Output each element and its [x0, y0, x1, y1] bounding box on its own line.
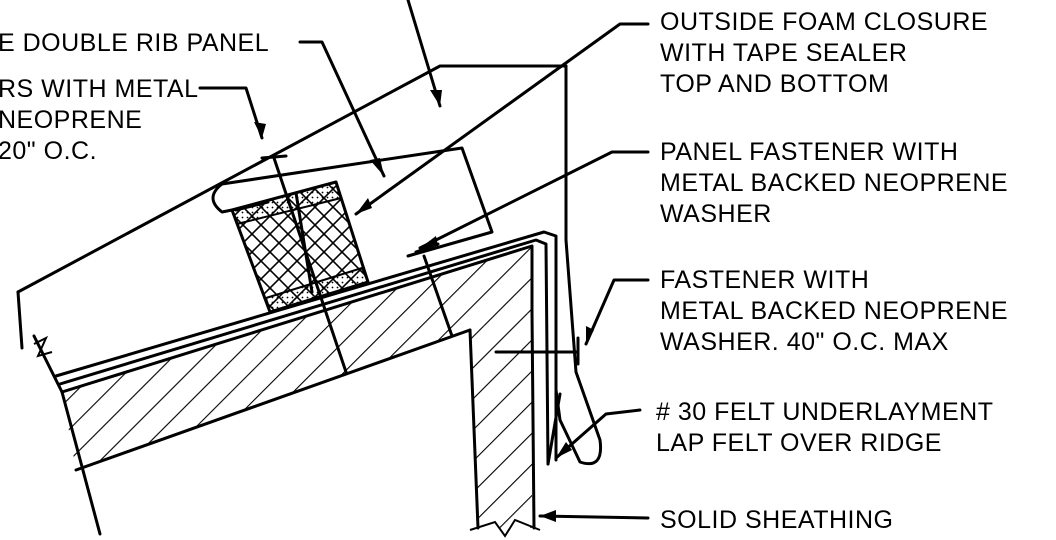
arrowheads: [254, 90, 594, 522]
label-fastener-2: METAL BACKED NEOPRENE: [660, 297, 1008, 325]
roof-deck-sheathing: [60, 244, 534, 472]
label-panel-fastener-3: WASHER: [660, 200, 772, 228]
leader-lines: [198, 0, 650, 520]
label-foam-1: OUTSIDE FOAM CLOSURE: [660, 8, 988, 36]
label-foam-2: WITH TAPE SEALER: [660, 39, 907, 67]
label-fasteners-2: NEOPRENE: [0, 106, 142, 134]
label-panel-fastener-1: PANEL FASTENER WITH: [660, 138, 958, 166]
break-line: [33, 335, 53, 358]
ridge-board-sheathing: [468, 310, 541, 538]
label-felt-1: # 30 FELT UNDERLAYMENT: [656, 398, 993, 426]
label-fastener-3: WASHER. 40" O.C. MAX: [660, 328, 949, 356]
double-rib-panel: [16, 64, 603, 536]
label-felt-2: LAP FELT OVER RIDGE: [656, 429, 942, 457]
label-foam-3: TOP AND BOTTOM: [660, 70, 889, 98]
foam-closure: [230, 180, 370, 314]
label-fasteners-3: 20" O.C.: [0, 137, 97, 165]
label-fastener-1: FASTENER WITH: [660, 266, 869, 294]
label-panel-fastener-2: METAL BACKED NEOPRENE: [660, 169, 1008, 197]
label-panel: E DOUBLE RIB PANEL: [0, 29, 269, 57]
ridge-fastener: [494, 336, 580, 366]
label-sheathing: SOLID SHEATHING: [660, 506, 893, 534]
label-fasteners-1: RS WITH METAL: [0, 75, 198, 103]
panel-fastener: [260, 154, 348, 374]
